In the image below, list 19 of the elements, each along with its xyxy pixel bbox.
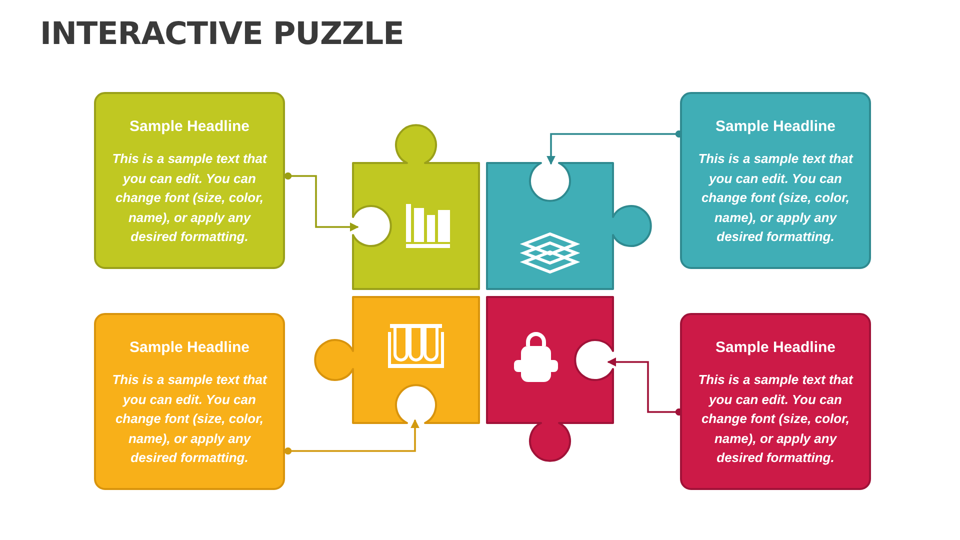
body-text: This is a sample text that you can edit. You can change font (size, color, name), or apply any desired formatting. — [111, 371, 268, 467]
puzzle-piece — [487, 163, 653, 289]
text-card — [680, 92, 871, 269]
puzzle-piece — [487, 297, 613, 463]
puzzle-piece — [353, 123, 479, 289]
text-card — [94, 92, 285, 269]
title: INTERACTIVE PUZZLE — [40, 16, 404, 52]
arrow — [284, 419, 420, 455]
headline: Sample Headline — [715, 118, 836, 135]
text-card — [680, 313, 871, 490]
body-text: This is a sample text that you can edit. You can change font (size, color, name), or apply any desired formatting. — [697, 371, 854, 467]
body-text: This is a sample text that you can edit. You can change font (size, color, name), or apply any desired formatting. — [111, 150, 268, 246]
puzzle-piece — [313, 297, 479, 423]
arrow — [284, 172, 359, 232]
headline: Sample Headline — [129, 118, 250, 135]
body-text: This is a sample text that you can edit. You can change font (size, color, name), or apply any desired formatting. — [697, 150, 854, 246]
headline: Sample Headline — [715, 339, 836, 356]
text-card — [94, 313, 285, 490]
headline: Sample Headline — [129, 339, 250, 356]
